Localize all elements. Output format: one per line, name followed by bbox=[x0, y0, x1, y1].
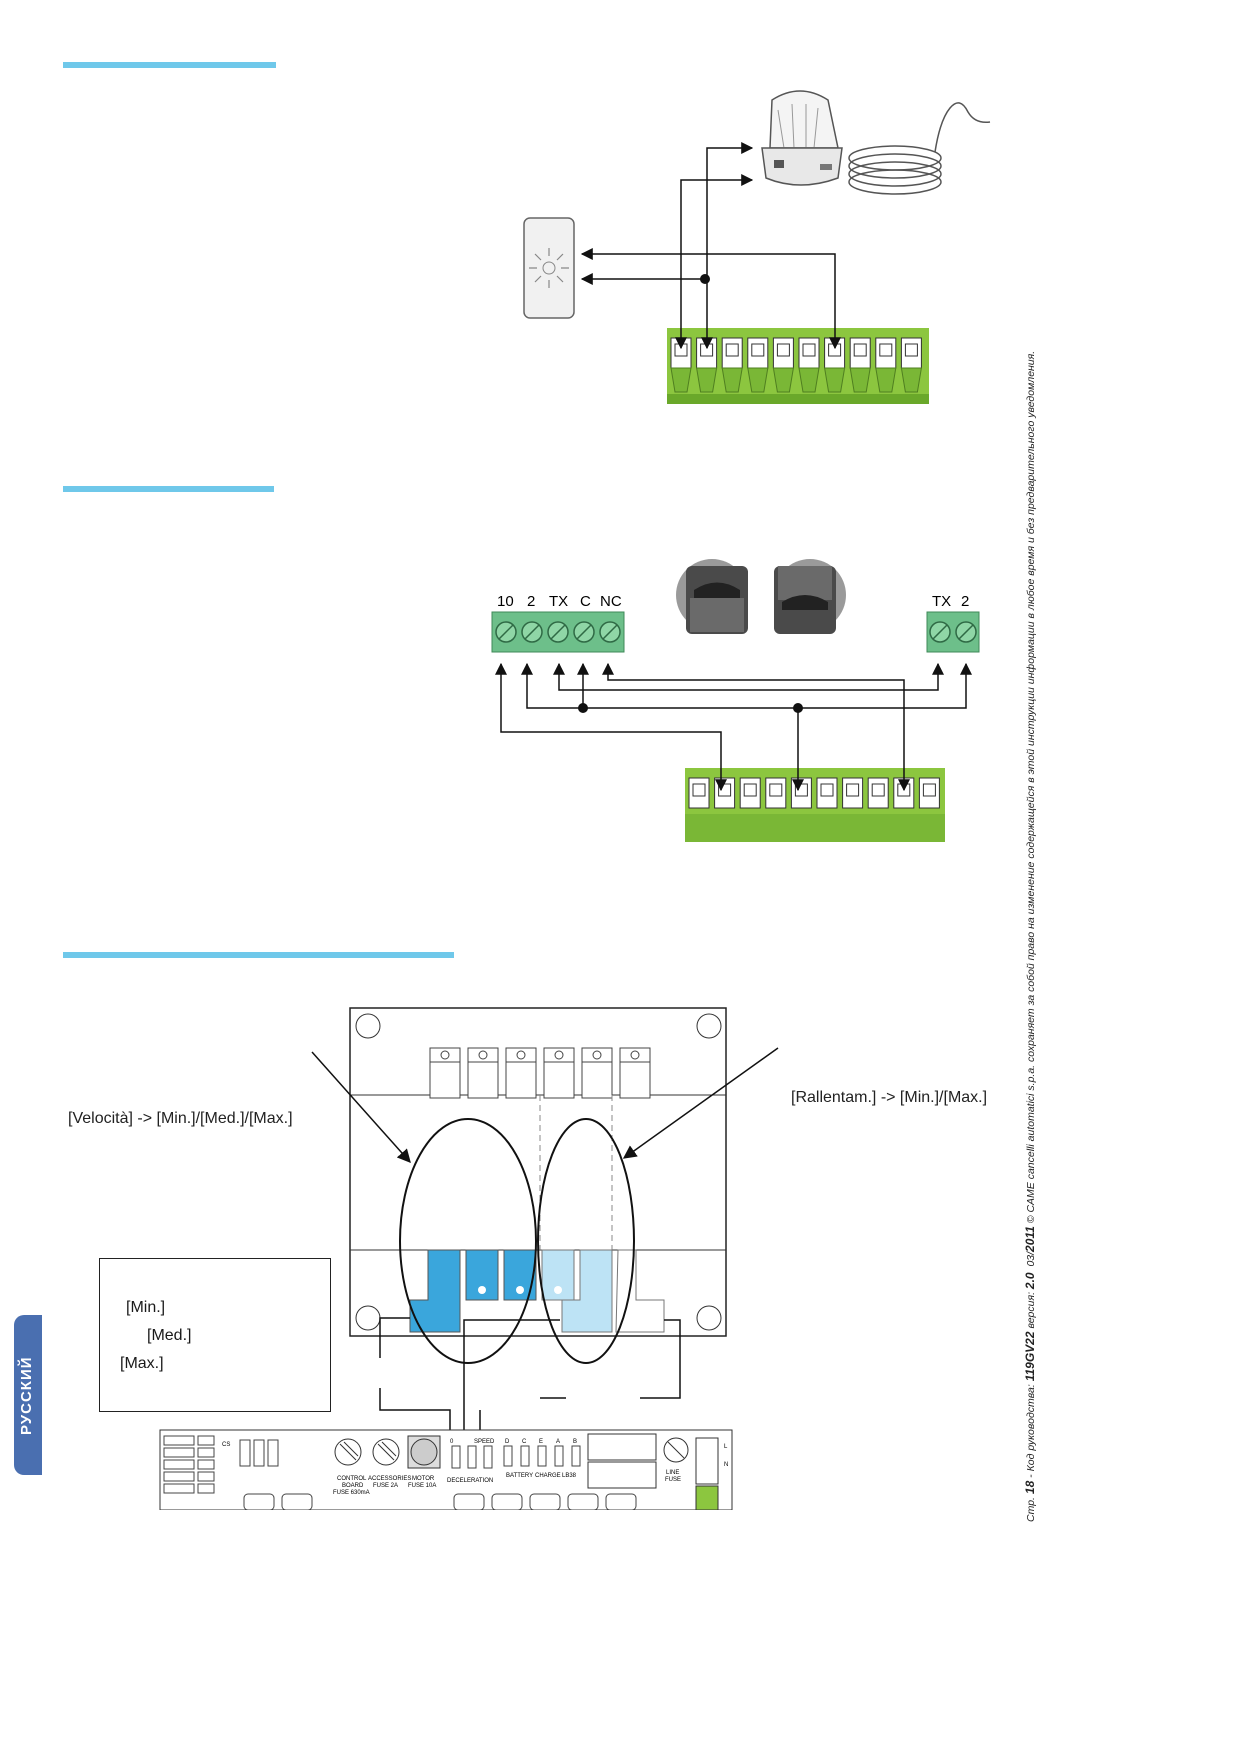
board-label-fuse-630: FUSE 630mA bbox=[333, 1490, 370, 1496]
terminal-label-tx-right: TX bbox=[932, 593, 951, 610]
language-tab[interactable]: РУССКИЙ bbox=[14, 1315, 42, 1475]
photocell-icon bbox=[676, 559, 748, 634]
board-label-deceleration: DECELERATION bbox=[447, 1478, 493, 1484]
language-tab-label: РУССКИЙ bbox=[18, 1356, 35, 1435]
speed-callout: [Velocità] -> [Min.]/[Med.]/[Max.] bbox=[68, 1110, 293, 1127]
board-label-dip-e: E bbox=[539, 1439, 543, 1445]
warning-lamp-icon bbox=[523, 217, 575, 319]
board-label-dip-d: D bbox=[505, 1439, 510, 1445]
version: 2.0 bbox=[1023, 1272, 1037, 1290]
board-label-motor: MOTOR bbox=[412, 1476, 435, 1482]
board-label-charge: CHARGE bbox=[535, 1473, 561, 1479]
section-rule-1 bbox=[63, 62, 276, 68]
board-label-cs: CS bbox=[222, 1442, 230, 1448]
photocells-wiring-diagram: 10 2 TX C NC TX 2 bbox=[491, 559, 980, 842]
antenna-cable-icon bbox=[848, 102, 991, 195]
copyright-text: © CAME cancelli automatici s.p.a. сохран… bbox=[1025, 350, 1037, 1224]
speed-jumpers bbox=[409, 1249, 537, 1333]
page-footer-note: Стр. 18 - Код руководства: 119GV22 верси… bbox=[1023, 351, 1037, 1522]
control-board bbox=[159, 1429, 733, 1510]
board-label-battery: BATTERY bbox=[506, 1473, 533, 1479]
board-label-line: LINE bbox=[666, 1470, 679, 1476]
photocell-icon bbox=[774, 559, 846, 634]
speed-legend-box: [Min.] [Med.] [Max.] bbox=[99, 1258, 331, 1412]
legend-max: [Max.] bbox=[120, 1355, 164, 1372]
terminal-label-tx: TX bbox=[549, 593, 568, 610]
version-label: версия: bbox=[1025, 1292, 1037, 1329]
board-label-fuse-2a: FUSE 2A bbox=[373, 1483, 398, 1489]
board-label-lb38: LB38 bbox=[562, 1473, 577, 1479]
flashing-lamp-icon bbox=[761, 90, 843, 186]
photocell-receiver-connector bbox=[491, 611, 625, 653]
legend-med: [Med.] bbox=[147, 1327, 192, 1344]
deceleration-jumpers bbox=[541, 1249, 665, 1333]
board-label-fuse: FUSE bbox=[665, 1477, 681, 1483]
board-label-dip-0: 0 bbox=[450, 1439, 454, 1445]
date-prefix: 03/ bbox=[1025, 1251, 1037, 1267]
manual-code: 119GV22 bbox=[1023, 1331, 1037, 1382]
board-label-fuse-10a: FUSE 10A bbox=[408, 1483, 436, 1489]
section-rule-3 bbox=[63, 952, 454, 958]
speed-deceleration-diagram: CONTROL BOARD FUSE 630mA ACCESSORIES FUS… bbox=[159, 1007, 779, 1510]
terminal-label-2-right: 2 bbox=[961, 593, 969, 610]
board-label-l: L bbox=[724, 1444, 728, 1450]
terminal-label-c: C bbox=[580, 593, 591, 610]
terminal-block bbox=[685, 768, 945, 842]
board-label-board: BOARD bbox=[342, 1483, 364, 1489]
deceleration-callout: [Rallentam.] -> [Min.]/[Max.] bbox=[791, 1089, 988, 1106]
page-prefix: Стр. bbox=[1025, 1497, 1037, 1522]
board-label-dip-b: B bbox=[573, 1439, 577, 1445]
flashing-light-wiring-diagram bbox=[523, 90, 991, 404]
manual-code-label: - Код руководства: bbox=[1025, 1384, 1037, 1478]
photocell-transmitter-connector bbox=[926, 611, 980, 653]
date-year: 2011 bbox=[1023, 1226, 1037, 1252]
section-rule-2 bbox=[63, 486, 274, 492]
board-label-accessories: ACCESSORIES bbox=[368, 1476, 411, 1482]
board-label-dip-c: C bbox=[522, 1439, 527, 1445]
board-label-dip-a: A bbox=[556, 1439, 560, 1445]
terminal-label-10: 10 bbox=[497, 593, 514, 610]
terminal-label-nc: NC bbox=[600, 593, 622, 610]
board-label-speed: SPEED bbox=[474, 1439, 495, 1445]
page-number: 18 bbox=[1023, 1480, 1037, 1495]
terminal-label-2: 2 bbox=[527, 593, 535, 610]
legend-min: [Min.] bbox=[126, 1299, 166, 1316]
board-label-control: CONTROL bbox=[337, 1476, 367, 1482]
board-label-n: N bbox=[724, 1462, 728, 1468]
speed-module-board bbox=[349, 1007, 727, 1337]
